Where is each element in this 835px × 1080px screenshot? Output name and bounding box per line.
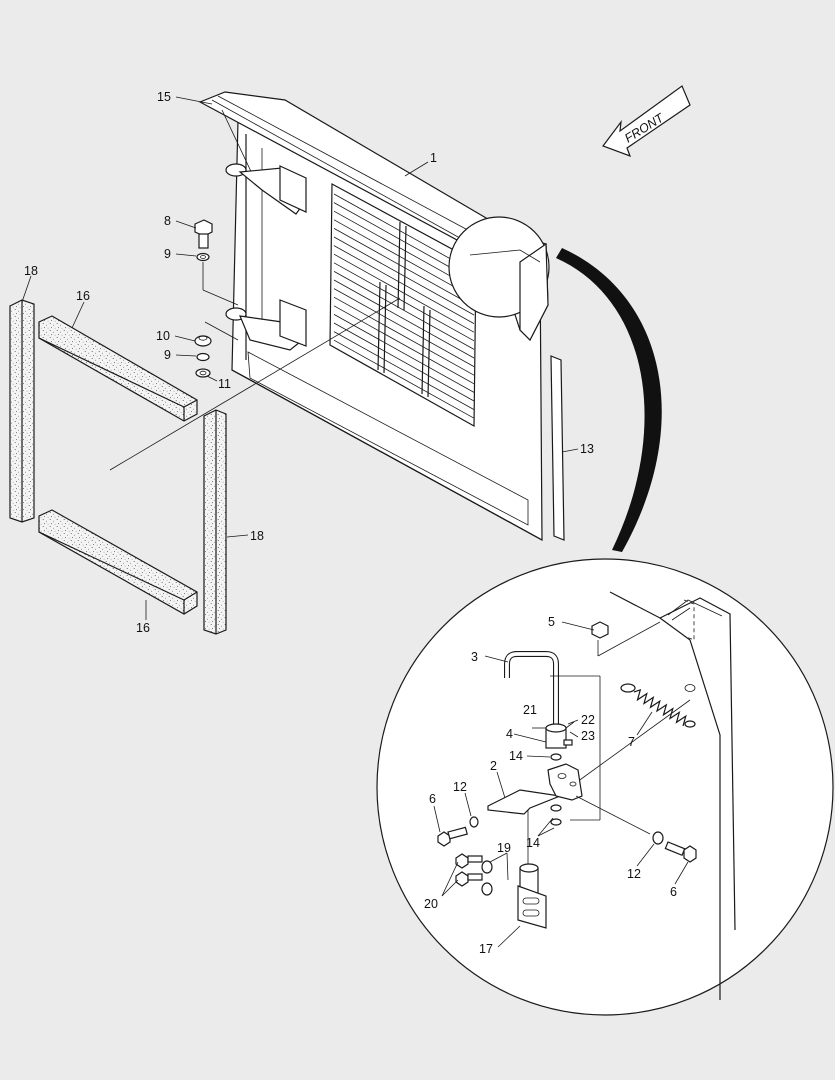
louvre-slat	[333, 245, 475, 324]
callout-12: 12	[453, 780, 467, 794]
sleeve-4-icon	[532, 721, 575, 761]
callout-18: 18	[24, 264, 38, 278]
callout-17: 17	[479, 942, 493, 956]
louvre-slat	[333, 296, 475, 376]
bolt-6-right-icon	[652, 831, 697, 863]
louvre-slat	[333, 339, 475, 419]
callout-18b: 18	[250, 529, 264, 543]
guard-assembly	[109, 91, 549, 542]
louvre-slat	[333, 271, 475, 350]
hardware-stack	[194, 219, 239, 378]
nut-5-icon	[591, 621, 609, 639]
louvre-slat	[333, 219, 475, 299]
callout-8: 8	[164, 214, 171, 228]
callout-21: 21	[523, 703, 537, 717]
callout-22: 22	[581, 713, 595, 727]
louvre-slat	[333, 331, 475, 410]
callout-9: 9	[164, 247, 171, 261]
bracket-2-icon	[487, 763, 583, 826]
detail-circle	[376, 558, 834, 1016]
louvre-slat	[333, 288, 475, 367]
detail-band	[556, 248, 662, 552]
louvre-slat	[333, 228, 475, 307]
foam-pads	[9, 299, 227, 635]
front-direction-arrow-icon: FRONT	[602, 85, 691, 158]
callout-14: 14	[509, 749, 523, 763]
callout-5: 5	[548, 615, 555, 629]
lower-hinge-bracket	[225, 299, 307, 351]
washer-11-icon	[195, 368, 211, 378]
callout-23: 23	[581, 729, 595, 743]
louvre-grille	[329, 182, 477, 428]
bolt-8-icon	[194, 219, 213, 237]
callout-10: 10	[156, 329, 170, 343]
callout-15: 15	[157, 90, 171, 104]
callout-7: 7	[628, 735, 635, 749]
louvre-slat	[333, 322, 475, 402]
seal-strip-13	[550, 355, 565, 541]
bushing-10-icon	[194, 335, 212, 347]
foam-pad-16-bottom	[38, 509, 198, 615]
callout-6: 6	[429, 792, 436, 806]
callout-20: 20	[424, 897, 438, 911]
leader-lines	[21, 96, 689, 948]
callout-4: 4	[506, 727, 513, 741]
callout-2: 2	[490, 759, 497, 773]
callout-19: 19	[497, 841, 511, 855]
louvre-slat	[333, 279, 475, 359]
hinge-17-icon	[517, 810, 547, 929]
louvre-slat	[333, 314, 475, 393]
upper-hinge-bracket	[225, 163, 307, 215]
callout-1: 1	[430, 151, 437, 165]
callout-6b: 6	[670, 885, 677, 899]
callout-16: 16	[76, 289, 90, 303]
callout-12b: 12	[627, 867, 641, 881]
spring-7-icon	[620, 683, 696, 728]
detail-magnifier	[376, 216, 834, 1016]
callout-16b: 16	[136, 621, 150, 635]
detail-contents	[437, 591, 736, 1000]
callout-3: 3	[471, 650, 478, 664]
callout-13: 13	[580, 442, 594, 456]
guard-inner-frame	[247, 351, 529, 526]
foam-pad-18-right	[203, 409, 227, 635]
bolts-20-washers-19-icon	[455, 853, 493, 896]
washer-9b-icon	[196, 352, 210, 362]
washer-9-icon	[196, 252, 210, 262]
callout-9b: 9	[164, 348, 171, 362]
callout-labels: 15 1 8 9 18 16 10 9 11 13 18 16 5 3 21 2…	[24, 90, 677, 956]
bolt-6-left-icon	[437, 816, 479, 847]
foam-pad-16-top	[38, 315, 198, 422]
callout-11: 11	[218, 377, 231, 391]
louvre-slat	[333, 236, 475, 316]
callout-14b: 14	[526, 836, 540, 850]
louvre-slat	[333, 305, 475, 385]
